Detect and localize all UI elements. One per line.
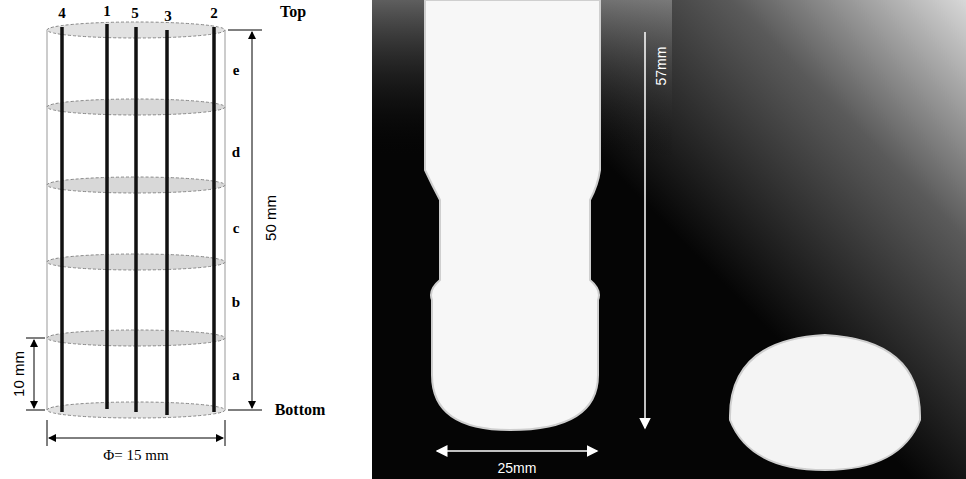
end-label: Bottom [275, 402, 326, 418]
section-letter: c [233, 221, 240, 236]
callout-number: 2 [210, 6, 218, 21]
dimension-line [228, 30, 262, 410]
callout-number: 1 [103, 4, 111, 19]
dimension-label: 50 mm [263, 195, 278, 241]
dimension-label: 57mm [654, 47, 668, 86]
section-letter: d [232, 145, 240, 160]
callout-number: 5 [131, 6, 139, 21]
section-letter: b [232, 295, 240, 310]
section-letter: a [232, 368, 240, 383]
section-letter: e [233, 63, 240, 78]
cylinder [47, 22, 225, 418]
callout-number: 4 [58, 6, 66, 21]
dimension-line [26, 338, 45, 410]
dimension-label: Φ= 15 mm [103, 448, 168, 463]
callout-number: 3 [164, 9, 172, 24]
electrode-rods [62, 24, 214, 415]
dimension-label: 25mm [498, 461, 537, 475]
dimension-label: 10 mm [11, 351, 26, 397]
end-label: Top [280, 4, 306, 20]
photograph [372, 0, 966, 479]
dimension-line [47, 420, 225, 446]
